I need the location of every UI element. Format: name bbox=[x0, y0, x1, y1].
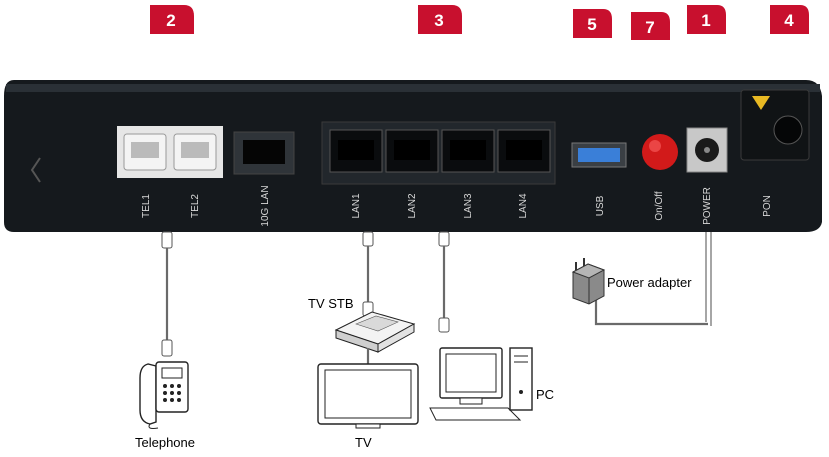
port-labels: TEL1 TEL2 10G LAN LAN1 LAN2 LAN3 LAN4 US… bbox=[141, 185, 773, 226]
pc-icon bbox=[429, 347, 533, 421]
telephone-icon bbox=[139, 361, 189, 429]
callout-number-2: 2 bbox=[166, 11, 175, 30]
lan2-port bbox=[385, 129, 439, 173]
rj11-plug-icon bbox=[161, 339, 173, 357]
port-label-tel1: TEL1 bbox=[141, 194, 152, 218]
power-cable bbox=[594, 232, 712, 326]
power-adapter-label: Power adapter bbox=[607, 275, 692, 290]
onoff-button bbox=[642, 134, 678, 170]
callout-badge-5: 5 bbox=[573, 9, 612, 38]
port-label-tel2: TEL2 bbox=[190, 194, 201, 218]
lan1-cable bbox=[362, 231, 374, 317]
telephone-cable bbox=[161, 231, 173, 357]
set-top-box-icon bbox=[334, 311, 416, 353]
tel2-port bbox=[173, 133, 217, 171]
lan10g-port bbox=[233, 131, 295, 175]
callout-number-1: 1 bbox=[701, 11, 710, 30]
port-label-onoff: On/Off bbox=[654, 191, 665, 220]
port-label-power: POWER bbox=[702, 187, 713, 225]
callout-badge-7: 7 bbox=[631, 12, 670, 40]
callout-badge-2: 2 bbox=[150, 5, 194, 34]
lan1-port bbox=[329, 129, 383, 173]
callout-badge-3: 3 bbox=[418, 5, 462, 34]
callout-number-4: 4 bbox=[784, 11, 794, 30]
tv-icon bbox=[317, 363, 419, 429]
port-label-lan4: LAN4 bbox=[518, 193, 529, 218]
telephone-label: Telephone bbox=[135, 435, 195, 450]
rj45-plug-icon bbox=[362, 231, 374, 247]
pc-label: PC bbox=[536, 387, 554, 402]
power-port bbox=[686, 127, 728, 173]
port-label-lan3: LAN3 bbox=[463, 193, 474, 218]
lan3-cable bbox=[438, 231, 450, 333]
callout-number-7: 7 bbox=[645, 18, 654, 37]
usb-port bbox=[571, 142, 627, 168]
tv-label: TV bbox=[355, 435, 372, 450]
port-label-usb: USB bbox=[595, 195, 606, 216]
port-label-pon: PON bbox=[762, 195, 773, 217]
rj11-plug-icon bbox=[161, 231, 173, 249]
callout-brackets bbox=[144, 34, 791, 80]
chevron-left-icon bbox=[30, 157, 41, 183]
laser-warning-icon bbox=[752, 96, 770, 110]
rj45-plug-icon bbox=[438, 317, 450, 333]
rj45-plug-icon bbox=[438, 231, 450, 247]
callout-number-3: 3 bbox=[434, 11, 443, 30]
port-label-10g-lan: 10G LAN bbox=[260, 185, 271, 226]
tel1-port bbox=[123, 133, 167, 171]
lan3-port bbox=[441, 129, 495, 173]
callout-badge-4: 4 bbox=[770, 5, 809, 34]
callout-number-5: 5 bbox=[587, 15, 596, 34]
pon-port bbox=[740, 89, 810, 161]
lan-port-group bbox=[321, 121, 556, 185]
lan4-port bbox=[497, 129, 551, 173]
tv-stb-label: TV STB bbox=[308, 296, 354, 311]
callout-badge-1: 1 bbox=[687, 5, 726, 34]
tel-port-group bbox=[117, 126, 223, 178]
power-adapter-icon bbox=[571, 258, 606, 305]
port-label-lan2: LAN2 bbox=[407, 193, 418, 218]
port-label-lan1: LAN1 bbox=[351, 193, 362, 218]
